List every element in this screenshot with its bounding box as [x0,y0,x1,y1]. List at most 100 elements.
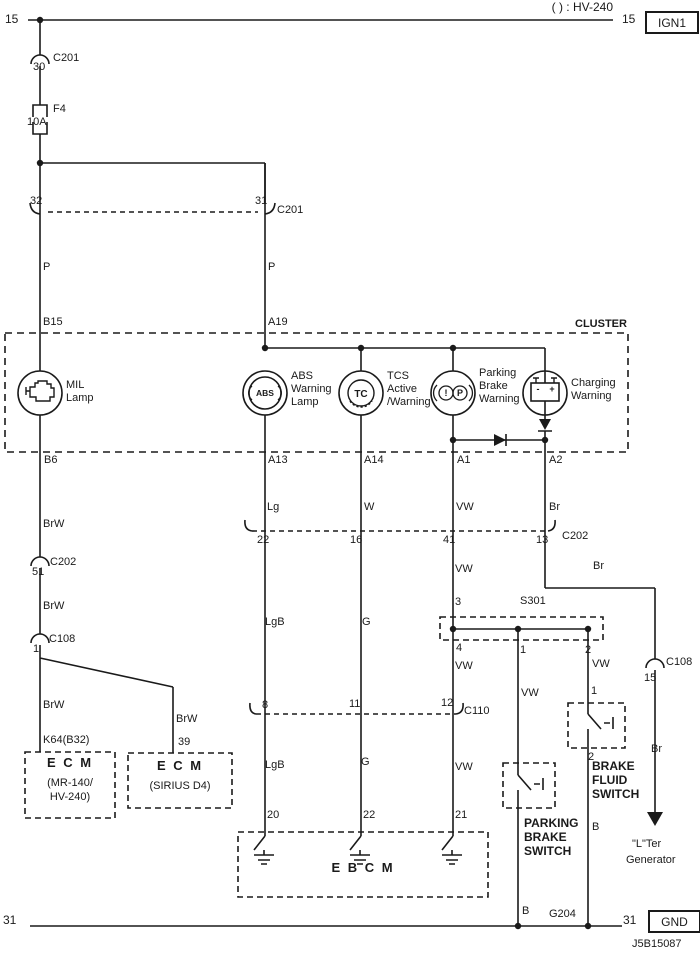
variant-note: ( ) : HV-240 [551,0,613,14]
connector-arc-c202-51 [30,556,50,567]
rail-pin-15-right: 15 [622,12,636,26]
ecm1-box [24,751,116,819]
ign1-terminal: IGN1 [645,11,699,34]
wire-w: W [364,501,375,513]
charging-label-1: Charging [571,377,616,389]
c201-pin-32: 32 [30,195,43,207]
ecm2-box [127,752,233,809]
abs-label-3: Lamp [291,396,319,408]
battery-icon [530,382,560,402]
ground-icon [253,835,274,865]
wire-vw-5: VW [592,658,610,670]
tcs-label-2: Active [387,383,417,395]
wire-vw-6: VW [455,761,473,773]
tcs-label-1: TCS [387,370,409,382]
junctions-and-diodes [36,16,663,930]
diode-icon [539,419,551,430]
gnd-terminal: GND [648,910,700,933]
parking-switch-label-2: BRAKE [524,830,567,844]
connector-arc-c201-30 [30,54,50,65]
rail-pin-15-left: 15 [5,12,19,26]
wire-lgb-1: LgB [265,616,285,628]
c202-row-label: C202 [562,530,589,542]
pin-b15: B15 [43,316,63,328]
ebcm-pin-22: 22 [363,809,376,821]
splice-s301-box [439,616,604,641]
wire-lgb-2: LgB [265,759,285,771]
icon-texts: ABS TC ! P - + [256,384,555,400]
fuse-rating: 10A [27,116,47,128]
s301-pin-4: 4 [456,642,463,654]
wire-brw-1: BrW [43,518,65,530]
pin-a19: A19 [268,316,288,328]
wire-p-right: P [268,261,276,273]
ecm1-title: E C M [46,755,94,770]
ecm2-sub-1: (SIRIUS D4) [149,780,211,792]
ecm2-pin: 39 [178,736,191,748]
c110-pin-11: 11 [349,698,361,710]
c202-51-label: C202 [50,556,77,568]
generator-label-2: Generator [626,854,676,866]
wire-b-fluid: B [592,821,600,833]
s301-pin-1: 1 [520,644,527,656]
exclamation-icon-text: ! [445,388,448,398]
fluid-pin-1: 1 [591,685,598,697]
pin-b6: B6 [44,454,58,466]
wire-vw-2: VW [455,563,473,575]
mil-label-1: MIL [66,379,85,391]
parking-label-3: Warning [479,393,520,405]
diagram-code: J5B15087 [632,938,682,950]
ground-splice-g204: G204 [549,908,576,920]
mil-label-2: Lamp [66,392,94,404]
ecm2-title: E C M [156,758,204,773]
fluid-switch-icon [587,713,614,926]
ecm1-sub-1: (MR-140/ [47,777,93,789]
s301-label: S301 [520,595,546,607]
c108-pin-1: 1 [33,643,40,655]
ebcm-pin-21: 21 [455,809,468,821]
c202-pin-16: 16 [350,534,363,546]
diode-icon [494,434,506,446]
battery-plus: + [549,384,554,394]
wire-brw-4: BrW [176,713,198,725]
ecm1-sub-2: HV-240) [49,791,91,803]
wire-lg: Lg [267,501,280,513]
c110-row-label: C110 [464,705,490,717]
connector-arc-c108-15 [645,658,665,669]
parking-brake-switch-box [502,762,556,809]
pin-a1: A1 [457,454,471,466]
fuse-name: F4 [53,103,66,115]
abs-icon-text: ABS [256,388,274,398]
c108-pin-15: 15 [644,672,657,684]
tc-icon [347,379,375,407]
ground-icon [441,835,462,865]
rail-pin-31-left: 31 [3,913,17,927]
s301-pin-3: 3 [455,596,462,608]
engine-icon [25,380,55,402]
battery-minus: - [537,384,540,394]
abs-label-1: ABS [291,370,314,382]
arrow-down-icon [647,812,663,826]
fluid-switch-label-1: BRAKE [592,759,635,773]
wire-brw-3: BrW [43,699,65,711]
wire-vw-1: VW [456,501,474,513]
parking-switch-label-3: SWITCH [524,844,572,858]
c201-row-label: C201 [277,204,304,216]
mil-lamp-icon [17,370,63,416]
c202-pin-51: 51 [32,566,45,578]
c202-pin-13: 13 [536,534,549,546]
abs-label-2: Warning [291,383,332,395]
c201-pin-31: 31 [255,195,268,207]
wire-vw-3: VW [455,660,473,672]
s301-pin-2: 2 [585,644,592,656]
cluster-title: CLUSTER [575,318,627,330]
fluid-switch-label-2: FLUID [592,773,628,787]
rail-pin-31-right: 31 [623,913,637,927]
parking-switch-icon [517,774,544,926]
tc-icon-text: TC [354,389,367,400]
wire-br-1: Br [549,501,560,513]
c201-pin-30: 30 [33,61,46,73]
wire-vw-4: VW [521,687,539,699]
fluid-pin-2: 2 [588,751,595,763]
